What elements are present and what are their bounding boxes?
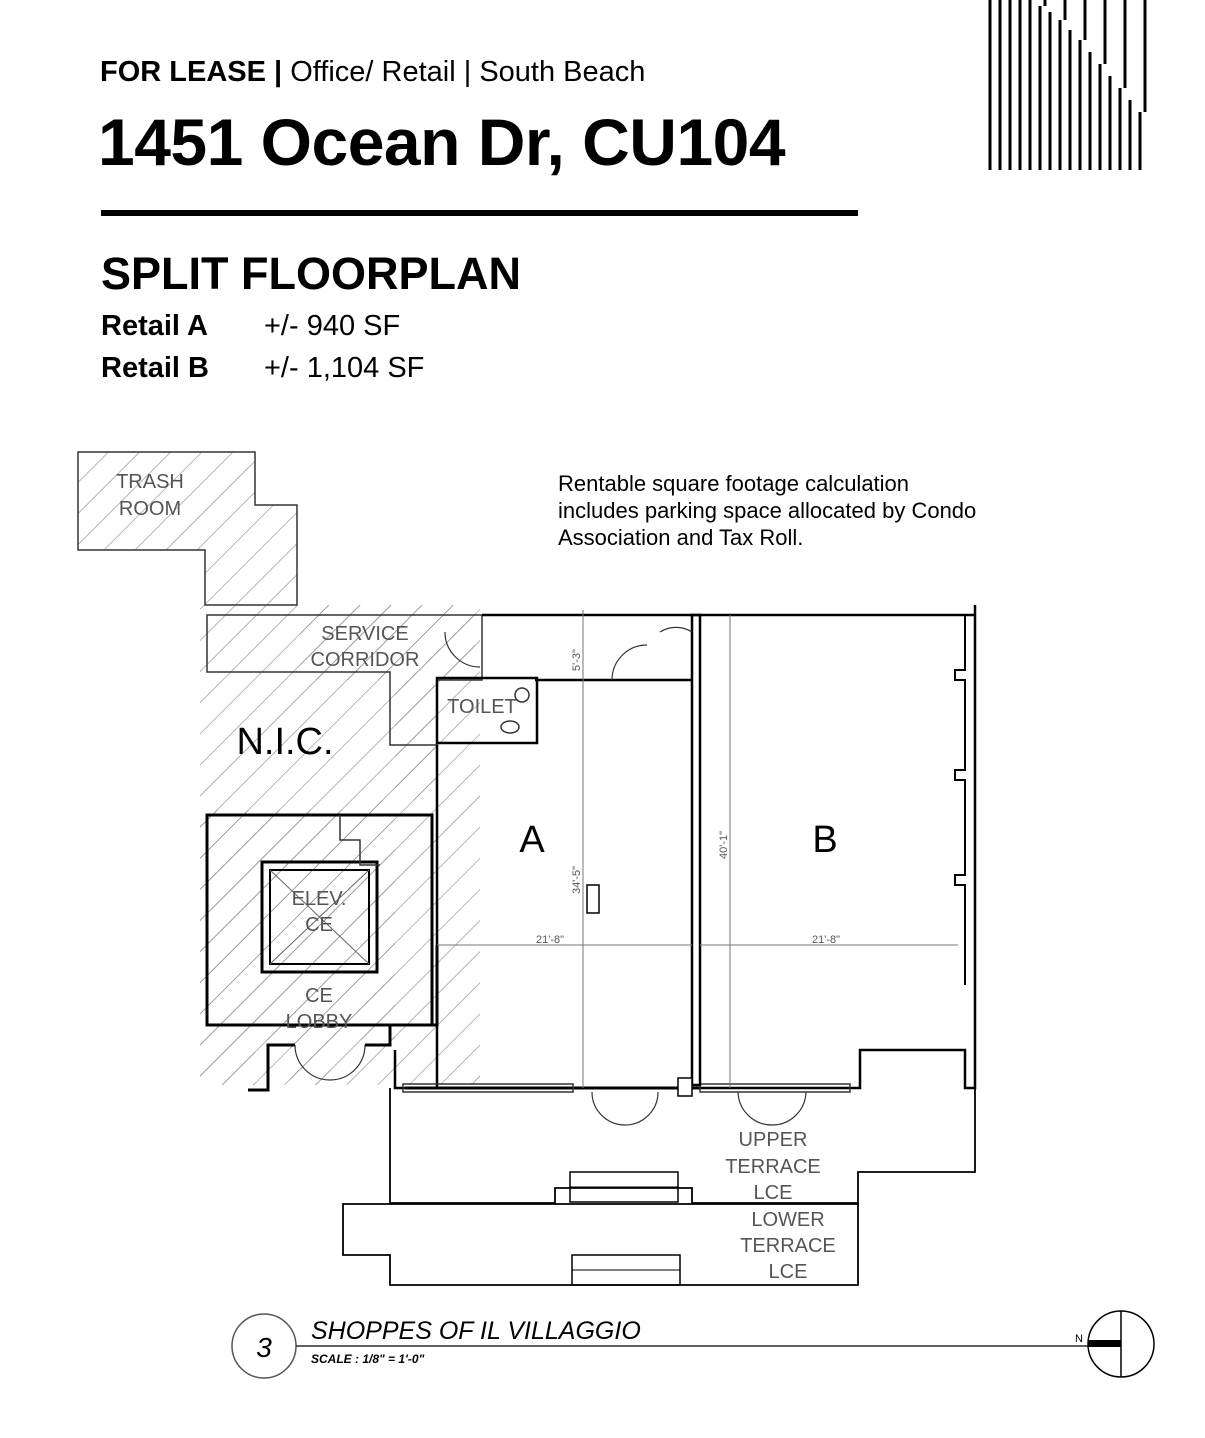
unit-row-b: Retail B +/- 1,104 SF	[101, 352, 424, 385]
lower-terrace-label: LCE	[769, 1261, 808, 1283]
elevator-shaft	[260, 860, 379, 974]
section-title: SPLIT FLOORPLAN	[101, 248, 521, 299]
elevator-label: ELEV.	[292, 888, 347, 910]
elevator-label: CE	[305, 914, 333, 936]
dim-a-width: 21'-8"	[536, 934, 564, 946]
trash-room	[77, 451, 298, 606]
stair-icon	[339, 815, 380, 866]
unit-name: Retail A	[101, 310, 208, 342]
sink-icon	[514, 687, 530, 703]
lobby-label: LOBBY	[286, 1011, 353, 1033]
lower-terrace-label: LOWER	[751, 1209, 824, 1231]
toilet-room	[435, 676, 539, 745]
header-divider	[101, 210, 858, 216]
lobby-label: CE	[305, 985, 333, 1007]
drawing-number: 3	[256, 1332, 272, 1363]
footage-note: Rentable square footage calculation incl…	[558, 471, 977, 550]
dim-corridor: 5'-3"	[571, 649, 583, 671]
toilet-icon	[500, 720, 520, 734]
brand-logo	[988, 0, 1147, 170]
upper-terrace-label: LCE	[754, 1182, 793, 1204]
service-label: CORRIDOR	[311, 649, 420, 671]
trash-label: TRASH	[116, 471, 184, 493]
unit-a-label: A	[519, 819, 545, 861]
dim-b-depth: 40'-1"	[718, 831, 730, 859]
unit-area: +/- 940 SF	[264, 310, 401, 342]
lease-status: FOR LEASE |	[100, 56, 283, 88]
north-label: N	[1075, 1333, 1083, 1345]
core-block	[205, 813, 434, 1027]
drawing-scale: SCALE : 1/8" = 1'-0"	[311, 1352, 425, 1366]
listing-kicker: FOR LEASE | Office/ Retail | South Beach	[100, 56, 645, 89]
nic-label: N.I.C.	[236, 721, 333, 763]
unit-row-a: Retail A +/- 940 SF	[101, 310, 400, 343]
unit-name: Retail B	[101, 352, 209, 384]
lower-terrace	[342, 1203, 859, 1286]
unit-b-label: B	[812, 819, 837, 861]
property-address: 1451 Ocean Dr, CU104	[98, 105, 786, 179]
dim-b-width: 21'-8"	[812, 934, 840, 946]
upper-terrace-label: UPPER	[739, 1129, 808, 1151]
dim-a-depth: 34'-5"	[571, 866, 583, 894]
trash-label: ROOM	[119, 498, 181, 520]
drawing-title: SHOPPES OF IL VILLAGGIO	[311, 1317, 641, 1345]
upper-terrace-label: TERRACE	[725, 1156, 821, 1178]
toilet-label: TOILET	[447, 696, 517, 718]
service-label: SERVICE	[321, 623, 408, 645]
lower-terrace-label: TERRACE	[740, 1235, 836, 1257]
upper-terrace	[389, 1088, 976, 1204]
listing-category: Office/ Retail | South Beach	[290, 56, 646, 88]
demising-wall	[690, 613, 702, 1087]
unit-area: +/- 1,104 SF	[264, 352, 425, 384]
north-arrow-icon	[1087, 1310, 1155, 1378]
